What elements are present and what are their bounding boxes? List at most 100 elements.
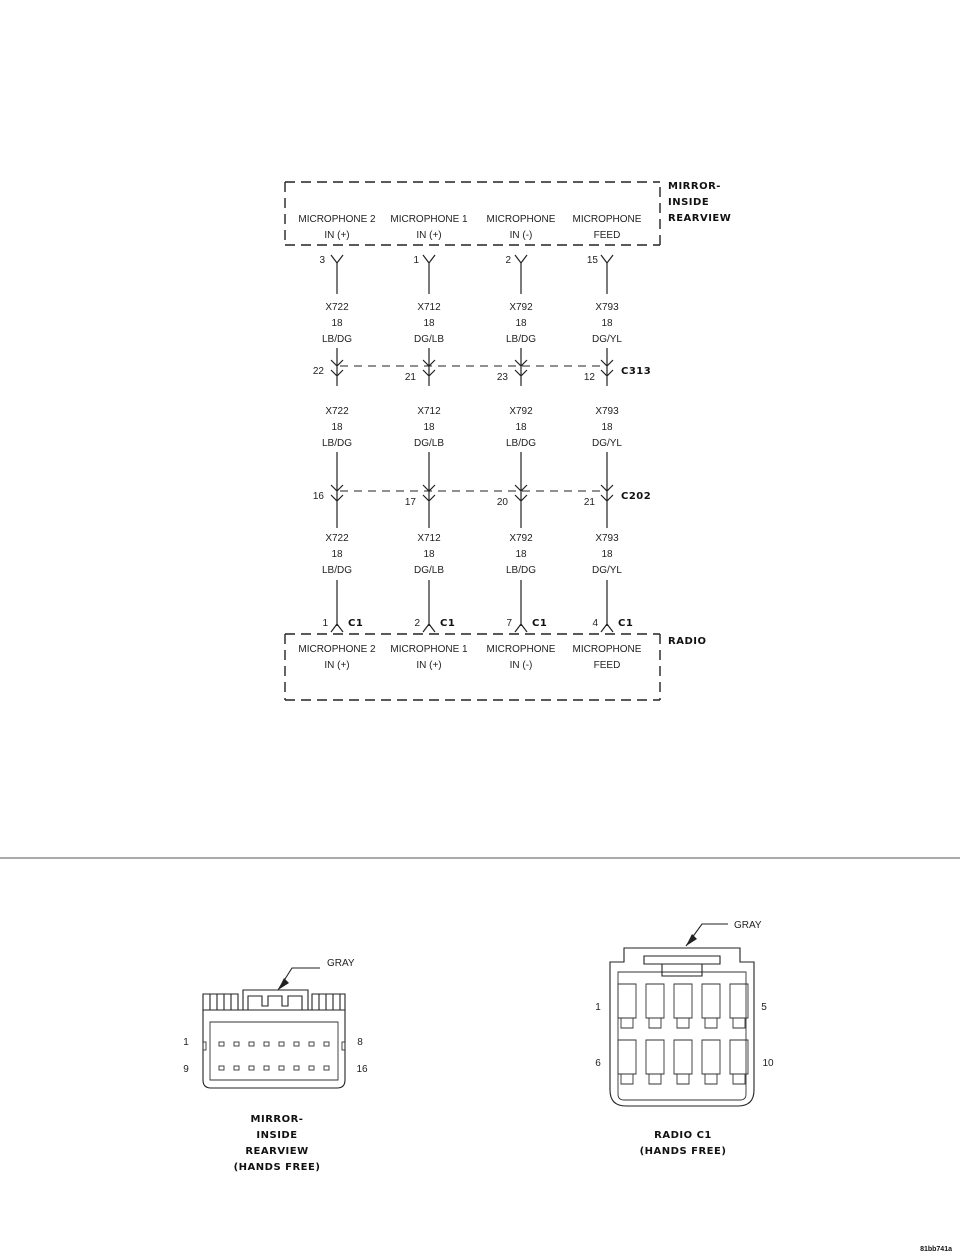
wire-segment-4a [600, 254, 614, 294]
wire-color-2c: DG/LB [414, 565, 444, 576]
c202-terminal-3 [514, 452, 528, 528]
radio-connector-cavities-row-2 [617, 1039, 749, 1085]
wire-code-1b: X722 [325, 406, 349, 417]
radio-gray-arrow-icon [686, 934, 697, 946]
radio-connector-latch [643, 955, 721, 977]
mirror-pin-label-1: 1 [183, 1037, 189, 1048]
c202-terminal-1 [330, 452, 344, 528]
wire-color-3b: LB/DG [506, 438, 536, 449]
radio-box [284, 633, 661, 701]
wire-gauge-4a: 18 [601, 318, 613, 329]
radio-connector-view: GRAY 1 5 6 10 RADIO C1 (HANDS FREE) [595, 920, 774, 1157]
mirror-connector-face [209, 1021, 339, 1081]
radio-func-2-line-2: IN (+) [416, 660, 441, 671]
c313-pin-3: 23 [497, 372, 509, 383]
circuit-3: MICROPHONE IN (-) 2 X792 18 LB/DG 23 X79… [487, 214, 556, 671]
mirror-pin-3: 2 [505, 255, 511, 266]
c202-terminal-2 [422, 452, 436, 528]
wire-color-3a: LB/DG [506, 334, 536, 345]
wire-segment-2a [422, 254, 436, 294]
mirror-title-line-1: MIRROR- [668, 181, 721, 192]
radio-connector-label-3: C1 [532, 618, 547, 629]
radio-pin-4: 4 [592, 618, 598, 629]
c313-terminal-1 [330, 348, 344, 386]
wire-color-1c: LB/DG [322, 565, 352, 576]
mirror-pin-label-16: 16 [356, 1064, 368, 1075]
radio-func-3-line-2: IN (-) [510, 660, 533, 671]
radio-func-1-line-1: MICROPHONE 2 [298, 644, 376, 655]
c202-pin-1: 16 [313, 491, 325, 502]
c313-pin-4: 12 [584, 372, 596, 383]
mirror-pin-4: 15 [587, 255, 599, 266]
figure-id: 81bb741a [920, 1246, 952, 1253]
mirror-caption-line-4: (HANDS FREE) [234, 1162, 321, 1173]
radio-gray-label: GRAY [734, 920, 762, 931]
mirror-connector-pins-row-2 [218, 1065, 330, 1071]
radio-terminal-1 [330, 580, 344, 633]
mirror-connector-body [202, 1009, 346, 1089]
mirror-func-4-line-1: MICROPHONE [573, 214, 642, 225]
radio-func-4-line-2: FEED [594, 660, 621, 671]
radio-pin-3: 7 [506, 618, 512, 629]
c202-label: C202 [621, 491, 651, 502]
radio-title: RADIO [668, 636, 706, 647]
radio-terminal-3 [514, 580, 528, 633]
wire-gauge-4b: 18 [601, 422, 613, 433]
wire-code-3b: X792 [509, 406, 533, 417]
c313-terminal-3 [514, 348, 528, 386]
mirror-func-2-line-2: IN (+) [416, 230, 441, 241]
c313-terminal-2 [422, 348, 436, 386]
c202-terminal-4 [600, 452, 614, 528]
mirror-caption-line-1: MIRROR- [251, 1114, 304, 1125]
mirror-pin-label-8: 8 [357, 1037, 363, 1048]
wire-gauge-2a: 18 [423, 318, 435, 329]
c313-pin-1: 22 [313, 366, 325, 377]
mirror-title-line-2: INSIDE [668, 197, 709, 208]
circuit-4: MICROPHONE FEED 15 X793 18 DG/YL 12 X793… [573, 214, 642, 671]
c202-pin-4: 21 [584, 497, 596, 508]
wire-gauge-1c: 18 [331, 549, 343, 560]
wire-color-1b: LB/DG [322, 438, 352, 449]
mirror-func-3-line-1: MICROPHONE [487, 214, 556, 225]
mirror-connector-left-ribs [202, 993, 239, 1010]
wire-gauge-2b: 18 [423, 422, 435, 433]
mirror-caption-line-2: INSIDE [256, 1130, 297, 1141]
mirror-caption-line-3: REARVIEW [245, 1146, 308, 1157]
radio-pin-2: 2 [414, 618, 420, 629]
wire-gauge-1a: 18 [331, 318, 343, 329]
radio-pin-label-10: 10 [762, 1058, 774, 1069]
mirror-pin-1: 3 [319, 255, 325, 266]
radio-func-4-line-1: MICROPHONE [573, 644, 642, 655]
radio-func-2-line-1: MICROPHONE 1 [390, 644, 468, 655]
wire-code-4b: X793 [595, 406, 619, 417]
radio-caption-line-2: (HANDS FREE) [640, 1146, 727, 1157]
mirror-func-1-line-2: IN (+) [324, 230, 349, 241]
circuit-2: MICROPHONE 1 IN (+) 1 X712 18 DG/LB 21 X… [390, 214, 468, 671]
wire-color-3c: LB/DG [506, 565, 536, 576]
radio-pin-label-5: 5 [761, 1002, 767, 1013]
mirror-connector-latch [242, 989, 309, 1010]
wire-code-1c: X722 [325, 533, 349, 544]
wire-gauge-1b: 18 [331, 422, 343, 433]
radio-func-3-line-1: MICROPHONE [487, 644, 556, 655]
wire-gauge-2c: 18 [423, 549, 435, 560]
mirror-func-2-line-1: MICROPHONE 1 [390, 214, 468, 225]
mirror-func-3-line-2: IN (-) [510, 230, 533, 241]
wire-color-2b: DG/LB [414, 438, 444, 449]
mirror-pin-2: 1 [413, 255, 419, 266]
c313-pin-2: 21 [405, 372, 417, 383]
wire-code-1a: X722 [325, 302, 349, 313]
radio-func-1-line-2: IN (+) [324, 660, 349, 671]
radio-terminal-4 [600, 580, 614, 633]
wire-code-4a: X793 [595, 302, 619, 313]
wire-code-3c: X792 [509, 533, 533, 544]
radio-pin-label-6: 6 [595, 1058, 601, 1069]
radio-connector-label-1: C1 [348, 618, 363, 629]
wire-color-2a: DG/LB [414, 334, 444, 345]
mirror-component: MIRROR- INSIDE REARVIEW [284, 181, 731, 246]
c313-label: C313 [621, 366, 651, 377]
radio-terminal-2 [422, 580, 436, 633]
radio-pin-1: 1 [322, 618, 328, 629]
mirror-connector-view: GRAY 1 8 9 16 MIRROR- INSIDE REARVIEW (H… [183, 958, 368, 1173]
wire-code-2a: X712 [417, 302, 441, 313]
